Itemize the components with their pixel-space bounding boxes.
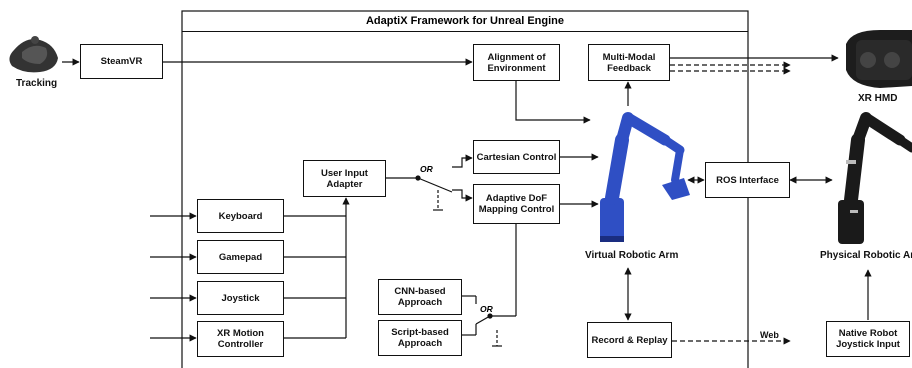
cartesian-control-box: Cartesian Control [473,140,560,174]
gamepad-box: Gamepad [197,240,284,274]
physical-robot-arm-icon [838,112,912,244]
vr-headset-icon [846,30,912,88]
virtual-arm-label: Virtual Robotic Arm [585,250,679,261]
vive-tracker-icon [9,36,58,73]
web-label: Web [760,330,779,340]
arrow-alignment-arm [515,81,591,124]
script-approach-box: Script-based Approach [378,320,462,356]
native-joystick-box: Native Robot Joystick Input [826,321,910,357]
arrow-to-cartesian [452,154,473,168]
tracking-label: Tracking [16,78,58,89]
user-input-adapter-box: User Input Adapter [303,160,386,197]
or-label-top: OR [420,164,433,174]
record-replay-box: Record & Replay [587,322,672,358]
ros-interface-box: ROS Interface [705,162,790,198]
cnn-approach-box: CNN-based Approach [378,279,462,315]
virtual-robot-arm-icon [600,112,690,242]
keyboard-box: Keyboard [197,199,284,233]
or-label-bottom: OR [480,304,493,314]
arrow-to-adaptive [452,189,473,202]
physical-arm-label: Physical Robotic Arm [820,250,912,261]
multimodal-feedback-box: Multi-Modal Feedback [588,44,670,81]
joystick-box: Joystick [197,281,284,315]
framework-title: AdaptiX Framework for Unreal Engine [182,11,748,32]
xr-motion-controller-box: XR Motion Controller [197,321,284,357]
adaptive-dof-box: Adaptive DoF Mapping Control [473,184,560,224]
xr-hmd-label: XR HMD [858,93,898,104]
steamvr-box: SteamVR [80,44,163,79]
alignment-box: Alignment of Environment [473,44,560,81]
